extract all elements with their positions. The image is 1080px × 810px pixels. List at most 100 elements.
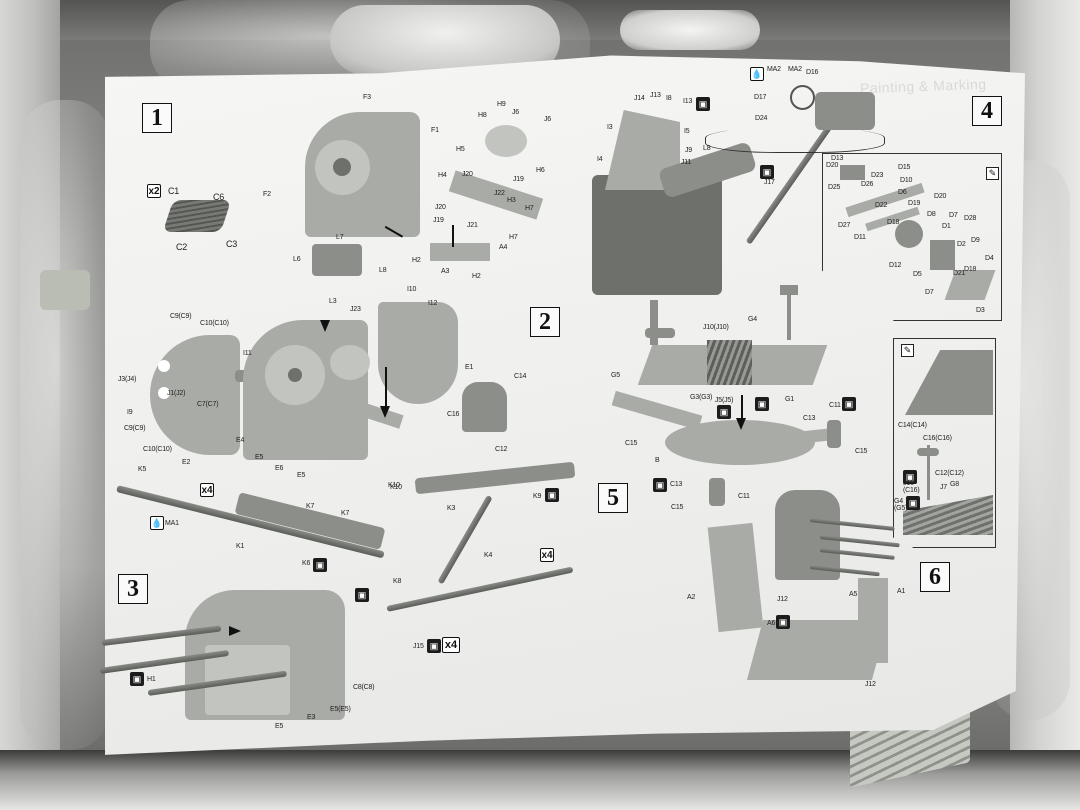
seat-part (917, 448, 939, 456)
part-label: E5 (255, 454, 264, 461)
part-label: K4 (484, 552, 493, 559)
part-label: J1(J2) (167, 390, 186, 397)
gear-cover-part (330, 345, 370, 380)
part-label: D19 (908, 200, 921, 207)
step-4-number: 4 (972, 96, 1002, 126)
part-label: D18 (887, 219, 900, 226)
part-label: D8 (927, 211, 936, 218)
part-label: I5 (684, 128, 690, 135)
part-label: J19 (513, 176, 524, 183)
part-label: K8 (393, 578, 402, 585)
seat-part (780, 285, 798, 295)
sight-detail-part (840, 165, 865, 180)
part-label: C11 (738, 493, 750, 500)
assembly-arrow-head (380, 406, 390, 418)
part-label: J13 (650, 92, 661, 99)
part-label: J20 (435, 204, 446, 211)
plastic-bag (20, 100, 110, 750)
glue-icon: ▣ (842, 397, 856, 411)
part-label: J20 (462, 171, 473, 178)
glue-icon: ▣ (653, 478, 667, 492)
part-label: A5 (849, 591, 858, 598)
part-label: D28 (964, 215, 977, 222)
sight-body-part (815, 92, 875, 130)
part-label: G4 (G5) (894, 498, 908, 512)
plastic-bag (620, 10, 760, 50)
part-label: L8 (379, 267, 387, 274)
part-label: C12 (495, 446, 508, 453)
ammo-rack-part (707, 340, 752, 385)
part-label: H7 (525, 205, 534, 212)
elevation-gear-part (485, 125, 527, 157)
part-label: J23 (350, 306, 361, 313)
part-label: MA1 (165, 520, 179, 527)
part-label: J6 (512, 109, 519, 116)
part-label: H2 (412, 257, 421, 264)
gun-mount-assembly-part (775, 490, 840, 580)
part-label: H5 (456, 146, 465, 153)
part-label: D21 (953, 270, 966, 277)
seat-post-part (787, 295, 791, 340)
part-label: D10 (900, 177, 913, 184)
part-label: D27 (838, 222, 851, 229)
part-label: D22 (875, 202, 888, 209)
part-label: D20 (934, 193, 947, 200)
part-label: I12 (428, 300, 438, 307)
part-label: C6 (213, 192, 225, 202)
part-label: C1 (168, 186, 180, 196)
part-label: D12 (889, 262, 902, 269)
part-label: C16 (447, 411, 460, 418)
pen-detail-icon: ✎ (901, 344, 914, 357)
sight-ring-part (790, 85, 815, 110)
part-label: A2 (687, 594, 696, 601)
part-label: H6 (536, 167, 545, 174)
part-label: C13 (670, 481, 683, 488)
part-label: L7 (336, 234, 344, 241)
part-label: I4 (597, 156, 603, 163)
part-label: F3 (363, 94, 371, 101)
seat-bracket-part (462, 382, 507, 432)
part-label: D23 (871, 172, 884, 179)
part-label: A6 (767, 620, 776, 627)
detail-inset-seat (893, 338, 996, 548)
part-label: E5(E5) (330, 706, 351, 713)
part-label: D6 (898, 189, 907, 196)
part-label: D25 (828, 184, 841, 191)
glue-icon: ▣ (355, 588, 369, 602)
part-label: F1 (431, 127, 439, 134)
cradle-hole (158, 360, 170, 372)
side-cover-part (378, 302, 458, 404)
part-label: J22 (494, 190, 505, 197)
paint-drop-icon: 💧 (150, 516, 164, 530)
seat-post-part (650, 300, 658, 345)
part-label: J17 (764, 179, 775, 186)
part-label: E2 (182, 459, 191, 466)
part-label: G4 (748, 316, 757, 323)
part-label: D18 (964, 266, 977, 273)
part-label: H2 (472, 273, 481, 280)
step-3-number: 3 (118, 574, 148, 604)
part-label: J12 (777, 596, 788, 603)
outrigger-jack-part (827, 420, 841, 448)
part-label: H3 (507, 197, 516, 204)
assembly-arrow-head (320, 320, 330, 332)
part-label: H8 (478, 112, 487, 119)
part-label: J7 (940, 484, 947, 491)
part-label: E5 (275, 723, 284, 730)
quantity-x2-icon: x2 (147, 184, 161, 198)
part-label: D17 (754, 94, 767, 101)
part-label: D4 (985, 255, 994, 262)
seat-post-part (927, 445, 930, 500)
part-label: C14 (514, 373, 527, 380)
part-label: C13 (803, 415, 816, 422)
part-label: H7 (509, 234, 518, 241)
part-label: C15 (671, 504, 684, 511)
paint-drop-icon: 💧 (750, 67, 764, 81)
part-label: J10(J10) (703, 324, 729, 331)
part-label: J3(J4) (118, 376, 137, 383)
gun-cradle-assembly-part (592, 175, 722, 295)
glue-icon: ▣ (313, 558, 327, 572)
part-label: D3 (976, 307, 985, 314)
part-label: C9(C9) (124, 425, 146, 432)
glue-icon: ▣ (717, 405, 731, 419)
